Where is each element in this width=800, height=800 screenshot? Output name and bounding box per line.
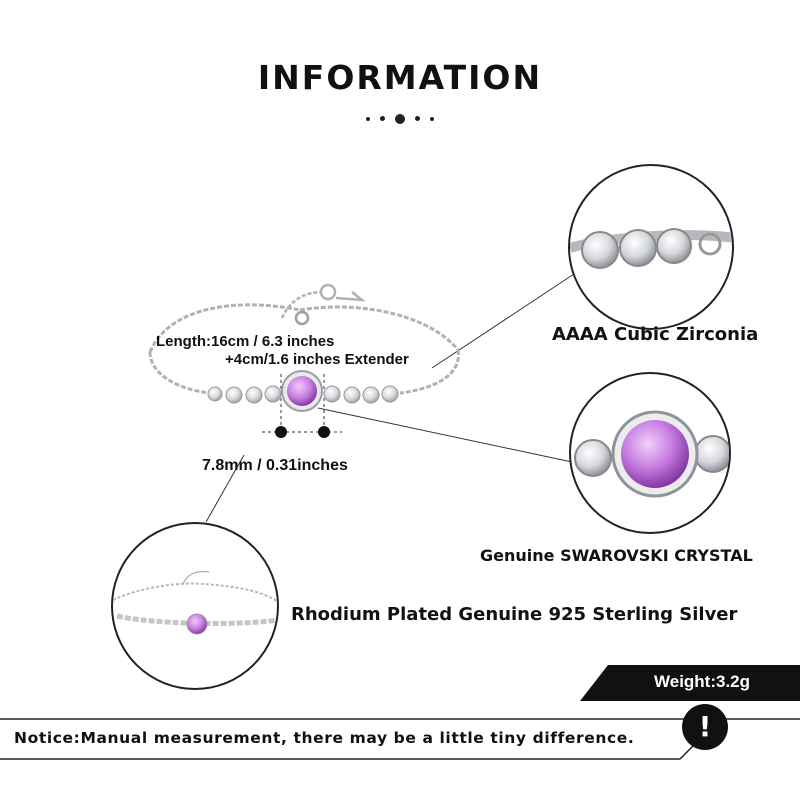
- length-text: Length:16cm / 6.3 inches +4cm/1.6 inches…: [156, 333, 409, 369]
- length-line-1: Length:16cm / 6.3 inches: [156, 333, 335, 350]
- stone-size-text: 7.8mm / 0.31inches: [202, 457, 348, 474]
- zirconia-zoom-circle: [568, 164, 734, 330]
- title-dots-divider: [0, 108, 800, 127]
- exclamation-icon: !: [682, 704, 728, 750]
- page-title: INFORMATION: [257, 58, 543, 97]
- bracelet-overview-circle: [111, 522, 279, 690]
- notice-text: Notice:Manual measurement, there may be …: [14, 729, 635, 747]
- length-line-2: +4cm/1.6 inches Extender: [225, 351, 409, 368]
- crystal-zoom-circle: [569, 372, 731, 534]
- silver-label: Rhodium Plated Genuine 925 Sterling Silv…: [291, 604, 738, 625]
- weight-label: Weight:3.2g: [654, 672, 751, 691]
- crystal-label: Genuine SWAROVSKI CRYSTAL: [480, 546, 753, 565]
- weight-badge: Weight:3.2g: [580, 665, 800, 701]
- crystal-stone: [287, 376, 317, 406]
- zirconia-label: AAAA Cubic Zirconia: [552, 324, 759, 345]
